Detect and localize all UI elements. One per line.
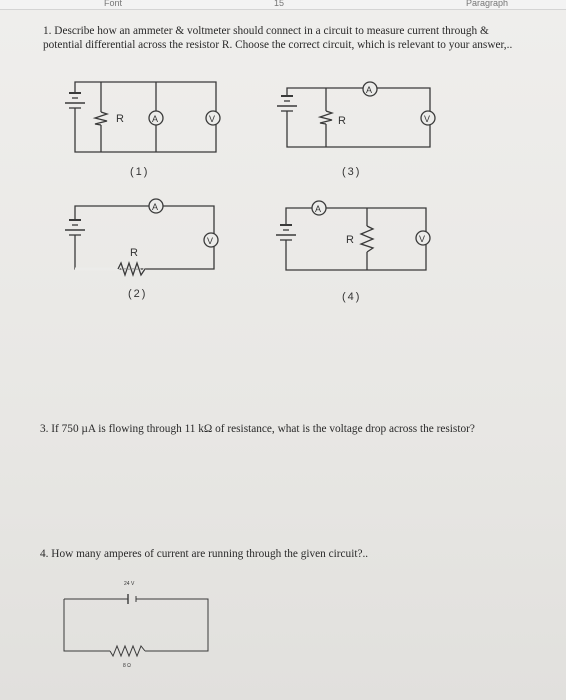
resistor-symbol — [359, 225, 375, 253]
voltmeter-label: V — [424, 114, 430, 124]
source-voltage-label: 24 V — [124, 581, 135, 587]
ammeter-symbol — [148, 198, 164, 214]
circuit-2: R A V (2) — [65, 198, 219, 300]
voltmeter-label: V — [207, 236, 213, 246]
resistor-value-label: 8 Ω — [123, 663, 131, 669]
resistor-label: R — [346, 234, 354, 246]
paragraph-group-label: Paragraph — [466, 0, 509, 8]
circuit-3-caption: (3) — [342, 166, 361, 178]
ammeter-symbol — [362, 81, 378, 97]
resistor-symbol — [117, 260, 146, 278]
circuit-diagrams: R A V (1) R A V (3) — [63, 81, 436, 669]
resistor-symbol — [317, 110, 335, 125]
resistor-label: R — [130, 247, 138, 259]
document-page: 1. Describe how an ammeter & voltmeter s… — [0, 10, 566, 700]
voltmeter-symbol — [205, 110, 221, 126]
resistor-label: R — [116, 113, 124, 125]
ammeter-label: A — [152, 114, 158, 124]
ammeter-label: A — [152, 202, 158, 212]
circuit-1-caption: (1) — [130, 166, 149, 178]
voltmeter-symbol — [415, 230, 431, 246]
ribbon-center-label: 15 — [274, 0, 285, 8]
circuit-3: R A V (3) — [277, 81, 436, 178]
ammeter-symbol — [311, 200, 327, 216]
voltmeter-label: V — [209, 114, 215, 124]
circuit-1: R A V (1) — [65, 81, 221, 178]
ammeter-label: A — [366, 85, 372, 95]
circuit-4-caption: (4) — [342, 291, 361, 303]
voltmeter-symbol — [420, 110, 436, 126]
resistor-symbol — [92, 111, 110, 126]
circuit-4: R A V (4) — [276, 200, 431, 303]
ammeter-label: A — [315, 204, 321, 214]
resistor-symbol — [109, 644, 146, 658]
question-1: 1. Describe how an ammeter & voltmeter s… — [43, 25, 513, 51]
circuit-2-caption: (2) — [128, 288, 147, 300]
voltmeter-symbol — [203, 232, 219, 248]
voltmeter-label: V — [419, 234, 425, 244]
circuit-q4: 24 V 8 Ω — [63, 581, 209, 669]
word-ribbon: Font 15 Paragraph — [0, 0, 566, 10]
font-group-label: Font — [104, 0, 123, 8]
question-4: 4. How many amperes of current are runni… — [40, 548, 369, 560]
ammeter-symbol — [148, 110, 164, 126]
resistor-label: R — [338, 115, 346, 127]
question-3: 3. If 750 µA is flowing through 11 kΩ of… — [40, 423, 475, 435]
